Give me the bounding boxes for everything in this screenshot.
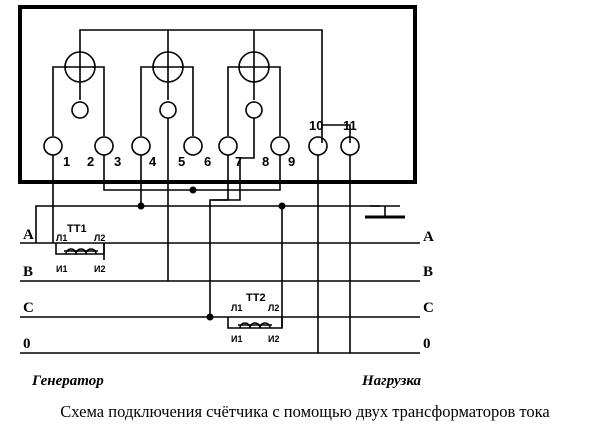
transformer-name: ТТ2: [246, 292, 266, 304]
terminal-label: 8: [262, 154, 269, 169]
transformer-terminal: И1: [56, 264, 67, 274]
transformer-terminal: Л2: [94, 233, 105, 243]
terminal-label: 7: [235, 154, 242, 169]
terminal-4: [131, 136, 151, 156]
transformer-terminal: И2: [268, 334, 279, 344]
terminal-label: 4: [149, 154, 157, 169]
terminal-6: [183, 136, 203, 156]
terminal-label: 5: [178, 154, 185, 169]
phase-label-left: 0: [23, 336, 31, 352]
phase-labels-left: A B C 0: [23, 227, 34, 352]
transformer-terminal: Л1: [56, 233, 67, 243]
terminal-label: 2: [87, 154, 94, 169]
transformer-terminal: И2: [94, 264, 105, 274]
transformer-name: ТТ1: [67, 223, 87, 235]
phase-labels-right: A B C 0: [423, 229, 434, 352]
meter-internal-wiring: [52, 29, 351, 143]
phase-lines: [20, 242, 420, 354]
terminal-label: 3: [114, 154, 121, 169]
external-wiring: [35, 118, 405, 353]
phase-label-left: C: [23, 300, 34, 316]
generator-label: Генератор: [31, 373, 104, 389]
terminal-label: 11: [343, 118, 357, 133]
diagram-caption: Схема подключения счётчика с помощью дву…: [60, 402, 550, 421]
transformer-terminal: Л2: [268, 303, 279, 313]
terminal-7: [218, 136, 238, 156]
measuring-element-1: [64, 51, 96, 119]
load-label: Нагрузка: [361, 373, 422, 389]
phase-label-right: B: [423, 264, 433, 280]
terminal-10: [308, 136, 328, 156]
phase-label-right: 0: [423, 336, 431, 352]
phase-label-right: C: [423, 300, 434, 316]
transformer-terminal: И1: [231, 334, 242, 344]
terminal-3: [94, 136, 114, 156]
terminal-label: 1: [63, 154, 70, 169]
terminal-numbers: 1 2 3 4 5 6 7 8 9 10 11: [63, 118, 357, 169]
terminal-9: [270, 136, 290, 156]
phase-label-right: A: [423, 229, 434, 245]
terminal-1: [43, 136, 63, 156]
terminal-label: 10: [309, 118, 323, 133]
terminal-label: 6: [204, 154, 211, 169]
transformer-terminal: Л1: [231, 303, 242, 313]
terminal-label: 9: [288, 154, 295, 169]
transformer-tt1: ТТ1 Л1 Л2 И1 И2: [56, 223, 105, 274]
junction-dots: [137, 186, 286, 321]
terminal-circles: [43, 136, 360, 156]
phase-label-left: B: [23, 264, 33, 280]
transformer-tt2: ТТ2 Л1 Л2 И1 И2: [231, 292, 279, 344]
phase-label-left: A: [23, 227, 34, 243]
meter-box: [18, 5, 417, 184]
